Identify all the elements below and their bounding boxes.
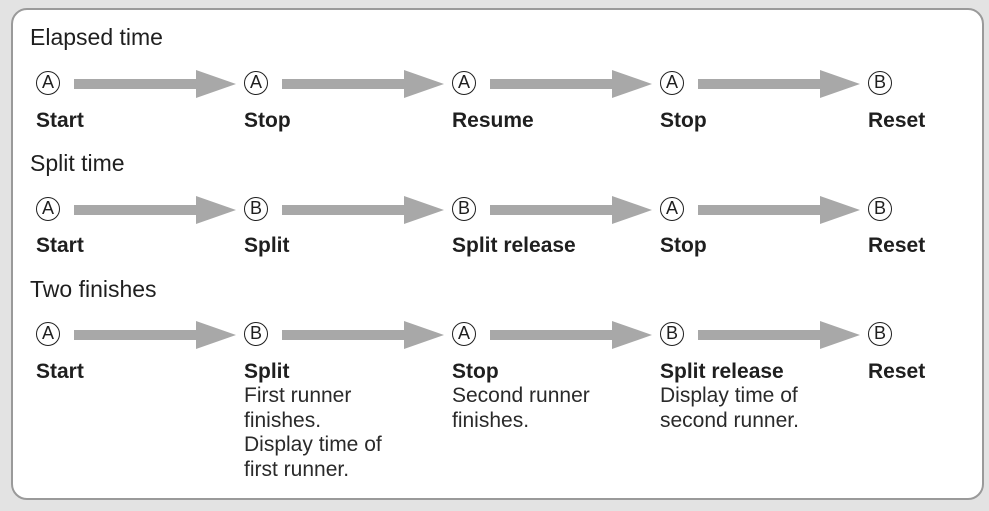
step-label: Reset [868, 360, 926, 383]
note-line: First runner [244, 384, 352, 407]
arrow-shaft [698, 330, 822, 340]
arrow-head [404, 196, 444, 224]
arrow-shaft [490, 205, 614, 215]
button-a-icon: A [452, 71, 476, 95]
step-label: Start [36, 360, 84, 383]
flow-arrow [490, 321, 652, 349]
button-b-icon: B [244, 197, 268, 221]
note-line: Second runner [452, 384, 590, 407]
arrow-shaft [74, 330, 198, 340]
button-b-icon: B [868, 322, 892, 346]
step-label: Start [36, 109, 84, 132]
arrow-shaft [490, 79, 614, 89]
arrow-head [196, 196, 236, 224]
step-label: Split release [660, 360, 784, 383]
flow-arrow [698, 321, 860, 349]
arrow-shaft [698, 205, 822, 215]
section-title: Two finishes [30, 276, 157, 302]
button-a-icon: A [36, 71, 60, 95]
arrow-shaft [490, 330, 614, 340]
step-label: Stop [244, 109, 291, 132]
flow-arrow [282, 321, 444, 349]
button-a-icon: A [660, 197, 684, 221]
flow-arrow [74, 321, 236, 349]
flow-arrow [282, 196, 444, 224]
button-b-icon: B [868, 197, 892, 221]
note-line: second runner. [660, 408, 799, 432]
flow-arrow [490, 196, 652, 224]
flow-arrow [490, 70, 652, 98]
step-label: Start [36, 234, 84, 257]
button-a-icon: A [36, 322, 60, 346]
step-label: Stop [452, 360, 499, 383]
flow-arrow [698, 70, 860, 98]
flow-arrow [74, 196, 236, 224]
button-a-icon: A [244, 71, 268, 95]
button-b-icon: B [868, 71, 892, 95]
arrow-shaft [282, 330, 406, 340]
arrow-head [820, 70, 860, 98]
button-b-icon: B [660, 322, 684, 346]
step-label: Reset [868, 234, 926, 257]
flow-arrow [282, 70, 444, 98]
arrow-head [196, 70, 236, 98]
button-a-icon: A [660, 71, 684, 95]
arrow-head [612, 196, 652, 224]
arrow-shaft [282, 79, 406, 89]
arrow-head [820, 321, 860, 349]
flow-arrow [698, 196, 860, 224]
step-label: Resume [452, 109, 534, 132]
step-label: Split [244, 360, 290, 383]
section-title: Split time [30, 150, 125, 176]
step-label: Stop [660, 234, 707, 257]
note-line: Display time of [244, 433, 382, 456]
button-a-icon: A [36, 197, 60, 221]
note-line: first runner. [244, 457, 350, 481]
arrow-head [612, 321, 652, 349]
note-line: finishes. [244, 408, 322, 432]
arrow-shaft [74, 205, 198, 215]
arrow-head [404, 321, 444, 349]
arrow-shaft [698, 79, 822, 89]
button-b-icon: B [452, 197, 476, 221]
button-a-icon: A [452, 322, 476, 346]
step-label: Split release [452, 234, 576, 257]
arrow-head [612, 70, 652, 98]
section-title: Elapsed time [30, 24, 163, 50]
flow-arrow [74, 70, 236, 98]
step-label: Stop [660, 109, 707, 132]
arrow-shaft [74, 79, 198, 89]
step-label: Reset [868, 109, 926, 132]
note-line: finishes. [452, 408, 530, 432]
arrow-head [820, 196, 860, 224]
arrow-head [196, 321, 236, 349]
arrow-shaft [282, 205, 406, 215]
button-b-icon: B [244, 322, 268, 346]
step-label: Split [244, 234, 290, 257]
note-line: Display time of [660, 384, 798, 407]
arrow-head [404, 70, 444, 98]
